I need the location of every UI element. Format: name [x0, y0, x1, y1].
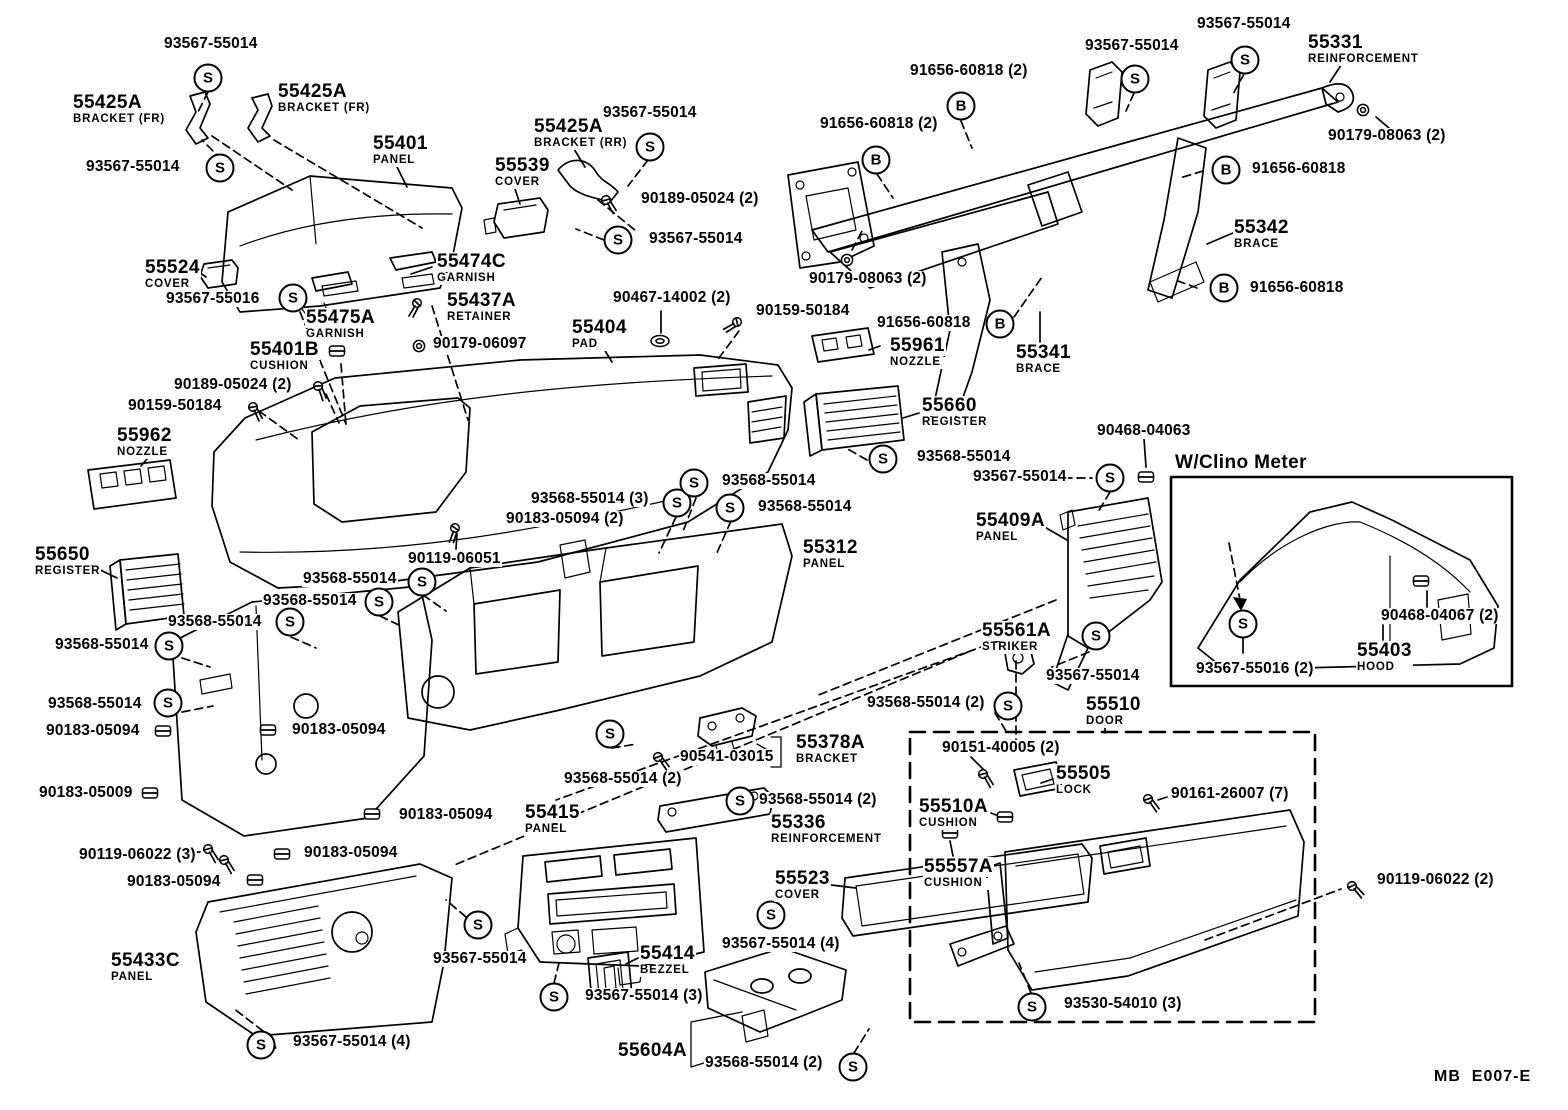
part-55312-panel-drawing — [397, 523, 793, 731]
part-55341-brace-drawing — [929, 243, 991, 429]
clip-icon — [941, 827, 959, 839]
part-55650-register-drawing — [109, 553, 185, 631]
label-brackets — [690, 736, 782, 1068]
clip-icon — [996, 811, 1014, 823]
fastener-icons — [141, 103, 1430, 899]
nut-icon — [1356, 103, 1370, 117]
clip-icon — [363, 808, 381, 820]
screw-icon — [722, 316, 743, 333]
screw-icon — [600, 194, 617, 215]
clip-icon — [1412, 575, 1430, 587]
glove-door-dashed-box — [908, 730, 1317, 1024]
nut-icon — [840, 253, 854, 267]
part-55433c-panel-drawing — [195, 863, 453, 1053]
screw-icon — [202, 843, 219, 864]
part-55505-lock-drawing — [1013, 761, 1063, 797]
part-55414-bezzel-drawing — [587, 951, 633, 1003]
nut-icon — [412, 339, 426, 353]
clino-meter-box — [1169, 475, 1514, 688]
screw-icon — [408, 297, 423, 318]
part-55660-register-drawing — [803, 385, 905, 457]
part-55539-cover-drawing — [483, 197, 549, 239]
clip-icon — [1137, 471, 1155, 483]
part-55561a-striker-drawing — [1003, 641, 1035, 675]
clip-icon — [273, 848, 291, 860]
part-55523-cover-drawing — [841, 843, 1093, 937]
screw-icon — [312, 380, 328, 402]
part-55524-cover-drawing — [199, 259, 239, 289]
clip-icon — [328, 345, 346, 357]
part-55331-reinforcement-drawing — [787, 61, 1355, 289]
clip-icon — [259, 724, 277, 736]
screw-icon — [977, 768, 994, 789]
part-55336-reinforcement-drawing — [657, 787, 774, 833]
part-55401-cluster-hood-drawing — [221, 175, 463, 321]
part-55604a-drawing — [704, 947, 847, 1043]
screw-icon — [1346, 880, 1365, 899]
screw-icon — [1142, 793, 1160, 813]
part-55961-nozzle-drawing — [811, 327, 875, 363]
part-55342-brace-drawing — [1147, 137, 1207, 303]
clip-icon — [141, 787, 159, 799]
screw-icon — [652, 751, 670, 771]
screw-icon — [218, 854, 235, 875]
part-55962-nozzle-drawing — [87, 459, 177, 510]
part-lower-pad-drawing — [171, 585, 433, 837]
clip-icon — [154, 725, 172, 737]
screw-icon — [448, 522, 461, 544]
part-55510-door-drawing — [949, 809, 1305, 991]
page-code: MB E007-E — [1434, 1068, 1532, 1085]
leader-lines-dashed — [181, 73, 1342, 1054]
part-55425a-bracket-fr-drawings — [185, 91, 273, 145]
clip-icon — [246, 874, 264, 886]
part-55409a-panel-drawing — [1051, 497, 1163, 691]
screw-icon — [247, 401, 264, 422]
part-55475a-garnish-drawing — [311, 271, 353, 292]
part-55425a-bracket-rr-drawing — [557, 159, 619, 203]
part-55404-pad-drawing — [211, 354, 793, 589]
clino-arrowhead — [1233, 597, 1247, 611]
grommet-icon — [650, 334, 670, 348]
leader-lines-solid — [91, 55, 1428, 965]
